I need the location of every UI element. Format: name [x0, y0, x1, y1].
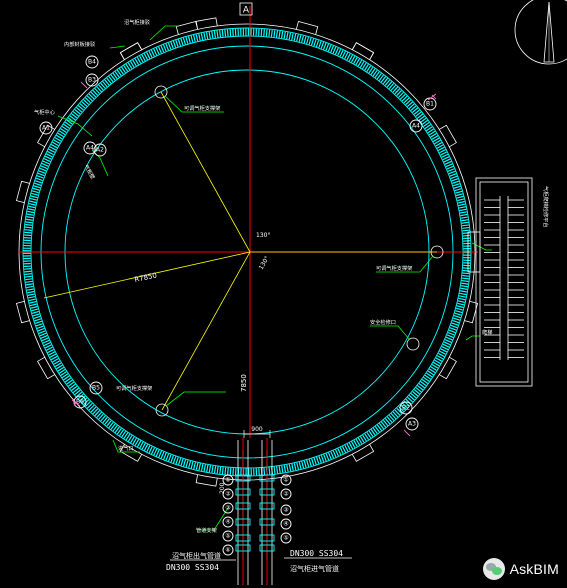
- rim-bracket: [119, 42, 143, 60]
- grid-bubble: B2: [399, 401, 413, 415]
- rim-bracket: [195, 474, 218, 487]
- stair-title: 气柜爬梯检修平台: [542, 186, 550, 228]
- grid-bubble: A2: [93, 143, 107, 157]
- stair-platform: [467, 177, 533, 387]
- grid-bubble: A4: [409, 119, 423, 133]
- pipe-dimension: [243, 430, 271, 438]
- pipe-bubble-text: ③: [283, 507, 288, 514]
- pipe-bubble-text: ②: [225, 491, 231, 498]
- pipe-gap-dim: 900: [251, 426, 263, 433]
- label-inner-top: 可调气柜支撑架: [184, 104, 220, 112]
- label-top-a: 沼气柜接驳: [124, 18, 151, 26]
- pipe-bubble-right: ④: [280, 518, 292, 530]
- pipe-bubble-right: ①: [280, 474, 292, 486]
- rim-bracket: [295, 20, 319, 35]
- pipe-bubble-right: ②: [280, 488, 292, 500]
- pipe-bubble-text: ①: [283, 477, 288, 484]
- grid-bubble-text: B2: [402, 405, 410, 412]
- rim-symbols: [71, 81, 437, 437]
- label-inner-bottom: 可调气柜支撑架: [116, 384, 152, 392]
- pipe-bubble-left: ⑥: [222, 544, 234, 556]
- grid-bubble-text: B3: [88, 77, 96, 84]
- pipe-note: 管道支架: [196, 526, 217, 534]
- grid-bubble: B3: [85, 73, 99, 87]
- label-left-mid: 气柜中心: [34, 108, 55, 116]
- grid-bubble-text: A1: [42, 125, 50, 132]
- rim-brackets: [15, 17, 479, 487]
- pipe-bubbles: ① ② ③ ④ ⑤ ⑥ ① ② ③ ④ ⑤: [222, 474, 292, 556]
- pipes: [235, 438, 275, 585]
- rim-bracket: [464, 300, 479, 324]
- grid-bubble-text: A4: [412, 123, 420, 130]
- label-top-b: 内部封板接驳: [64, 40, 96, 48]
- pipe-bubble-text: ③: [225, 505, 230, 512]
- pipe-bubble-text: ①: [225, 477, 230, 484]
- pipe-bubble-left: ④: [222, 516, 234, 528]
- grid-bubble-text: A4: [86, 145, 94, 152]
- radius-lines: [43, 91, 437, 411]
- support-nodes: [154, 85, 444, 417]
- grid-bubble-text: B1: [426, 101, 434, 108]
- grid-bubble: B5: [89, 381, 103, 395]
- pipe-bubble-text: ②: [283, 491, 289, 498]
- pipe-left-spec: DN300 SS304: [166, 563, 219, 572]
- pipe-bubble-text: ⑥: [225, 547, 230, 554]
- pipe-bubble-left: ②: [222, 488, 234, 500]
- label-right-side: 爬梯: [482, 328, 492, 336]
- pipe-left-dim: 200: [219, 482, 226, 494]
- label-right-inner1: 可调气柜支撑架: [376, 264, 412, 272]
- rim-bracket: [119, 444, 143, 462]
- north-arrow: [514, 0, 567, 65]
- grid-bubble-text: A3: [408, 421, 416, 428]
- pipe-bubble-text: ④: [225, 519, 230, 526]
- watermark: AskBIM: [482, 558, 559, 580]
- pipe-bubble-text: ④: [283, 521, 288, 528]
- grid-bubble-text: B5: [92, 385, 100, 392]
- grid-bubble-text: B4: [88, 59, 96, 66]
- rim-bracket: [439, 124, 457, 148]
- grid-bubble: A1: [39, 121, 53, 135]
- pipe-bubble-left: ⑤: [222, 530, 234, 542]
- rim-bracket: [175, 20, 199, 35]
- watermark-text: AskBIM: [509, 561, 559, 577]
- grid-bubble: B4: [85, 55, 99, 69]
- rim-bracket: [37, 356, 55, 380]
- section-mark-text: A: [243, 6, 250, 16]
- pipe-bubble-text: ⑤: [225, 533, 230, 540]
- pipe-bubble-right: ③: [280, 504, 292, 516]
- label-right-inner2: 安全检修口: [370, 318, 396, 326]
- pipe-bubble-text: ⑤: [283, 535, 288, 542]
- section-mark: A: [239, 2, 253, 16]
- label-bottom-left: 进气口: [118, 444, 134, 452]
- grid-bubble-text: B6: [76, 399, 84, 406]
- grid-bubble: A3: [405, 417, 419, 431]
- pipe-bubble-left: ③: [222, 502, 234, 514]
- rim-bracket: [37, 124, 55, 148]
- stair-title-box: 气柜爬梯检修平台: [542, 186, 550, 228]
- angle-label-top: 130°: [256, 232, 270, 239]
- pipe-right-spec: DN300 SS304: [290, 549, 343, 558]
- pipe-bubble-right: ⑤: [280, 532, 292, 544]
- pipe-out-label: 沼气柜进气管道: [290, 564, 339, 573]
- dim-vertical: 7850: [240, 374, 248, 392]
- rim-bracket: [439, 356, 457, 380]
- rim-bracket: [15, 300, 30, 324]
- grid-bubble: A4: [83, 141, 97, 155]
- pipe-bubble-left: ①: [222, 474, 234, 486]
- rim-bracket: [15, 180, 30, 204]
- wechat-icon: [482, 558, 505, 580]
- rim-bracket: [351, 42, 375, 60]
- rim-bracket: [351, 444, 375, 462]
- pipe-in-label: 沼气柜出气管道: [172, 551, 221, 560]
- grid-bubble-text: A2: [96, 147, 104, 154]
